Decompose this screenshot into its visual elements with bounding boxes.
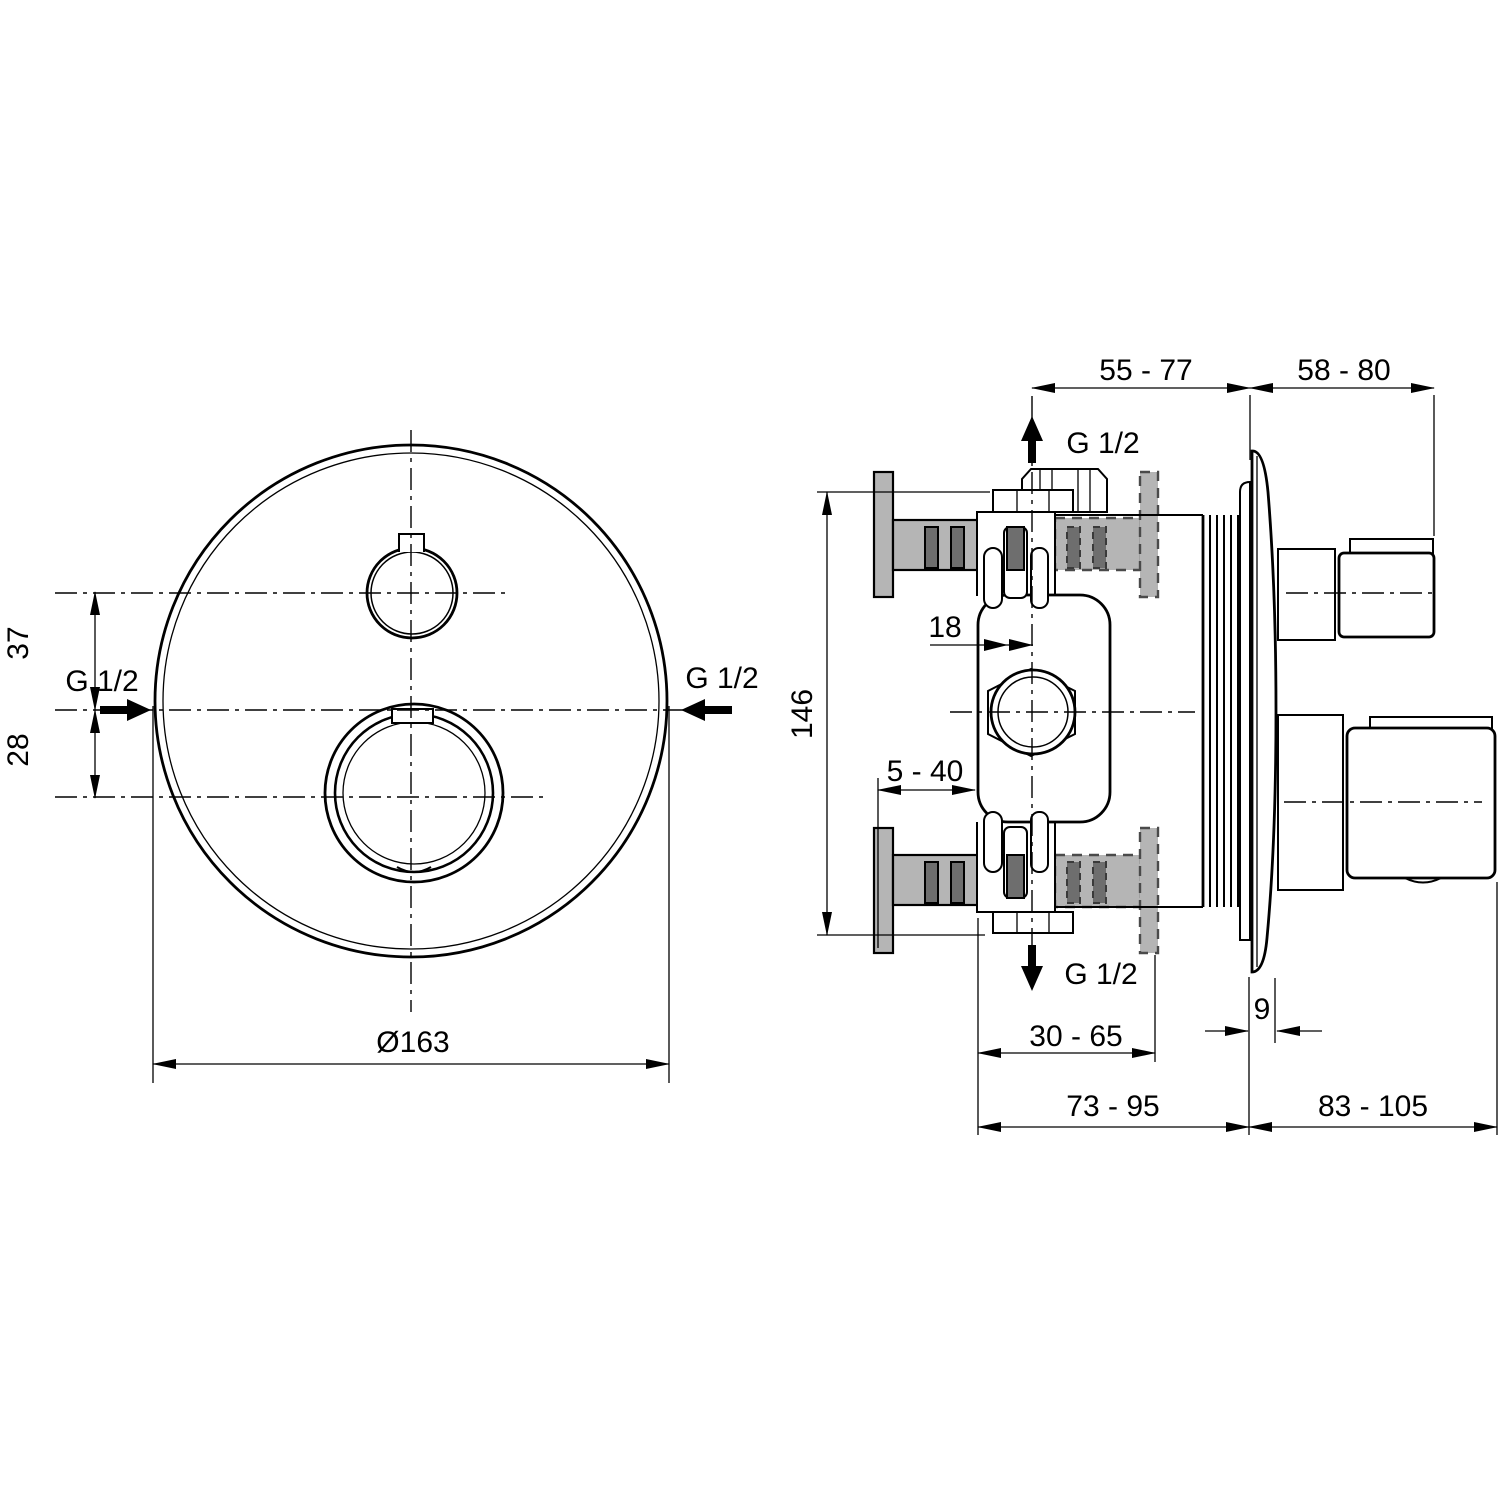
front-inlet-right: G 1/2 [681,662,759,721]
thermostat-knob-notch [391,708,434,724]
thermostat-handle-bottom-mark [1404,877,1442,884]
dim-label-center-offset: 18 [928,611,961,644]
inlet-nut-front [992,489,1074,513]
front-inlet-left: G 1/2 [65,665,151,721]
dim-label-height: 146 [786,689,819,739]
faceplate-section [1250,449,1278,974]
diverter-knob-front [365,533,459,640]
escutcheon-backing [1239,480,1251,941]
side-view: 55 - 77 58 - 80 146 18 5 - 40 30 - 65 9 … [786,354,1498,1135]
thermostat-knob-front [323,702,505,884]
dim-label-body-depth: 73 - 95 [1066,1090,1159,1123]
thermostat-knob-bottom-mark [396,866,432,873]
side-outlet-bottom: G 1/2 [1021,945,1138,991]
inlet-right-arrow-icon [681,699,732,721]
side-extension-lines [817,395,1498,1135]
valve-slots-bottom [983,811,1049,899]
side-dimensions: 55 - 77 58 - 80 146 18 5 - 40 30 - 65 9 … [786,354,1498,1132]
dim-label-top-left: 55 - 77 [1099,354,1192,387]
dim-label-offset-bottom: 28 [2,733,35,766]
front-offset-dimensions: 37 28 [2,591,100,799]
thermostat-handle-side [1277,714,1497,891]
diverter-handle-neck [1277,548,1336,641]
front-centerlines [55,430,692,1012]
outlet-nut-bottom [992,911,1074,934]
wall-flange-right-top [1138,470,1160,599]
front-diameter-dimension: Ø163 [152,706,670,1083]
side-centerlines [950,396,1482,990]
diverter-handle-body [1337,551,1436,639]
thermostat-handle-body [1345,726,1497,880]
inlet-left-arrow-icon [100,699,151,721]
inlet-left-label: G 1/2 [65,665,138,698]
dim-label-offset-top: 37 [2,626,35,659]
diverter-handle-side [1277,538,1436,641]
inlet-right-label: G 1/2 [685,662,758,695]
dim-label-plate-thickness: 9 [1254,993,1271,1026]
dim-label-top-right: 58 - 80 [1297,354,1390,387]
outlet-bottom-label: G 1/2 [1064,958,1137,991]
flow-arrow-up-icon [1021,416,1043,463]
wall-flange-left-bottom [872,826,895,955]
front-view: 37 28 G 1/2 G 1/2 Ø163 [2,430,759,1083]
wall-flange-right-bottom [1138,826,1160,955]
outlet-top-label: G 1/2 [1066,427,1139,460]
dim-label-handle-depth: 83 - 105 [1318,1090,1428,1123]
valve-slots-top [983,526,1049,609]
threaded-sleeve [1201,515,1239,907]
side-outlet-top: G 1/2 [1021,416,1140,463]
flow-arrow-down-icon [1021,945,1043,991]
dim-label-wall-range: 5 - 40 [887,755,964,788]
wall-flange-left-top [872,470,895,599]
wall-bracket-top [872,470,1160,599]
dim-label-outlet-depth: 30 - 65 [1029,1020,1122,1053]
faceplate-inner-circle [162,452,660,950]
wall-bracket-bottom [872,826,1160,955]
dim-label-diameter: Ø163 [376,1026,449,1059]
